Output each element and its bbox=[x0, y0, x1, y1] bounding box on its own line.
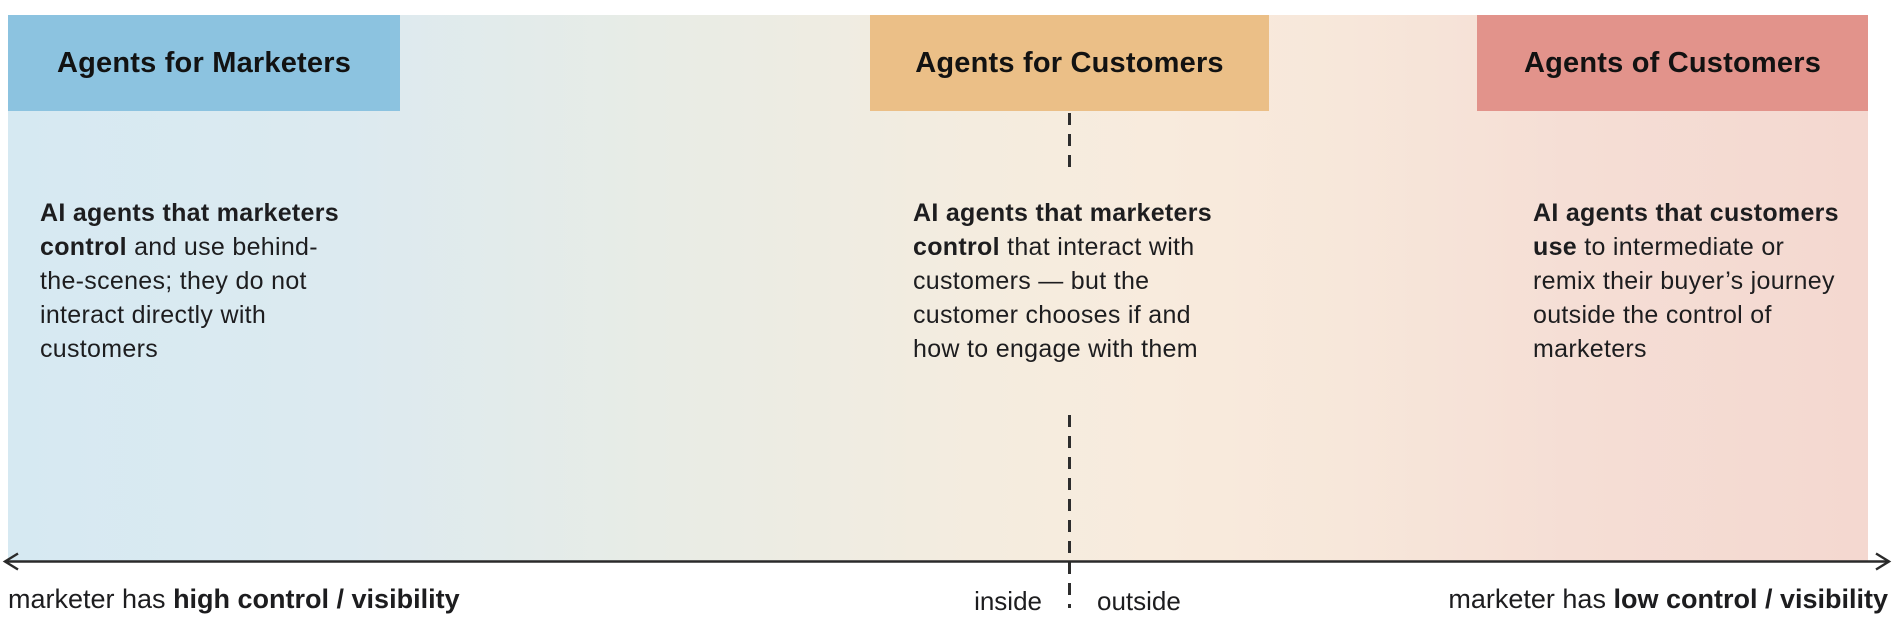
axis-label-high-control: marketer has high control / visibility bbox=[8, 584, 460, 615]
description-agents-of-customers: AI agents that customers use to intermed… bbox=[1533, 196, 1848, 366]
inside-outside-divider-dashed-line-upper bbox=[1068, 113, 1071, 174]
divider-label-outside: outside bbox=[1097, 586, 1181, 616]
axis-label-regular-text: marketer has bbox=[1448, 584, 1614, 614]
header-box-agents-for-marketers: Agents for Marketers bbox=[8, 15, 400, 111]
axis-label-regular-text: marketer has bbox=[8, 584, 174, 614]
header-label-agents-for-customers: Agents for Customers bbox=[915, 46, 1224, 79]
description-agents-for-customers: AI agents that marketers control that in… bbox=[913, 196, 1228, 366]
axis-label-low-control: marketer has low control / visibility bbox=[1448, 584, 1888, 615]
header-label-agents-for-marketers: Agents for Marketers bbox=[56, 46, 352, 79]
description-bold-text: AI agents that marketers control bbox=[913, 199, 1212, 261]
control-visibility-axis bbox=[2, 552, 1892, 571]
description-regular-text: to intermediate or remix their buyer’s j… bbox=[1533, 233, 1835, 363]
inside-outside-divider-dashed-line-lower bbox=[1068, 415, 1071, 608]
description-agents-for-marketers: AI agents that marketers control and use… bbox=[40, 196, 355, 366]
left-arrowhead-icon bbox=[2, 552, 19, 571]
axis-label-bold-text: low control / visibility bbox=[1613, 584, 1888, 614]
header-box-agents-of-customers: Agents of Customers bbox=[1477, 15, 1868, 111]
axis-line bbox=[2, 552, 1892, 571]
axis-label-bold-text: high control / visibility bbox=[173, 584, 460, 614]
description-regular-text: and use behind-the-scenes; they do not i… bbox=[40, 233, 318, 363]
description-regular-text: that interact with customers — but the c… bbox=[913, 233, 1198, 363]
header-label-agents-of-customers: Agents of Customers bbox=[1523, 46, 1822, 79]
divider-label-inside: inside bbox=[974, 586, 1042, 616]
header-box-agents-for-customers: Agents for Customers bbox=[870, 15, 1269, 111]
description-bold-text: AI agents that customers use bbox=[1533, 199, 1839, 261]
right-arrowhead-icon bbox=[1875, 552, 1892, 571]
description-bold-text: AI agents that marketers control bbox=[40, 199, 339, 261]
